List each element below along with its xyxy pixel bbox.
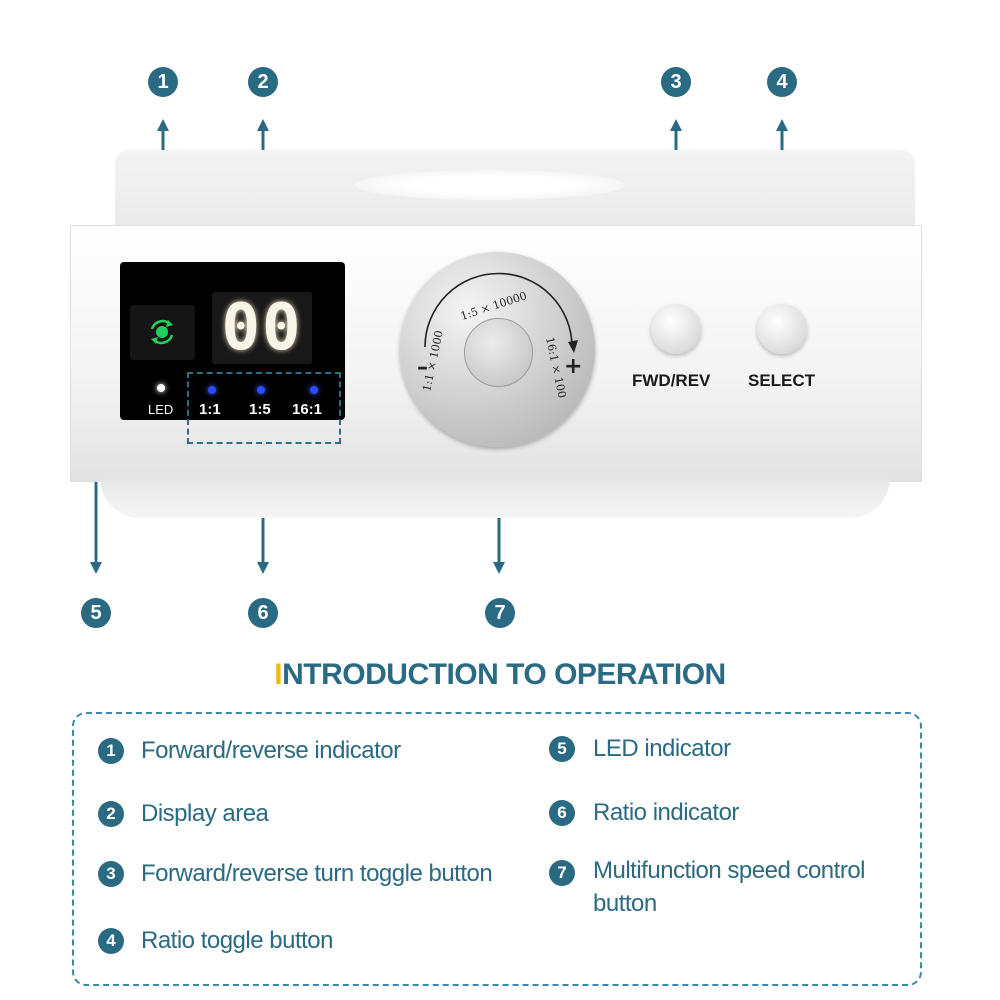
ratio-label-3: 16:1 — [292, 401, 323, 418]
callout-2: 2 — [248, 67, 278, 97]
legend-num-1: 1 — [98, 738, 124, 764]
legend-text-5: LED indicator — [593, 735, 731, 762]
legend-num-2: 2 — [98, 801, 124, 827]
device-base — [100, 478, 890, 518]
knob-plus: + — [564, 354, 582, 379]
fwd-rev-label: FWD/REV — [632, 371, 711, 390]
legend-num-4: 4 — [98, 928, 124, 954]
legend-num-7: 7 — [549, 860, 575, 886]
digit-display: 00 — [212, 292, 312, 364]
legend-text-7: Multifunction speed control button — [593, 857, 866, 917]
legend-text-3: Forward/reverse turn toggle button — [141, 860, 493, 887]
legend-box — [72, 712, 922, 986]
callout-1: 1 — [148, 67, 178, 97]
fwd-rev-button[interactable] — [651, 304, 701, 354]
select-label: SELECT — [748, 371, 816, 390]
callout-4: 4 — [767, 67, 797, 97]
knob-center[interactable] — [464, 318, 533, 387]
led-indicator-light — [157, 384, 165, 392]
rotate-arrows-icon — [150, 319, 174, 345]
section-title-initial: I — [274, 658, 283, 691]
led-label: LED — [148, 402, 174, 417]
forward-reverse-indicator — [130, 305, 195, 360]
ratio-led-2 — [257, 386, 265, 394]
device-top-vent — [355, 170, 625, 200]
ratio-label-2: 1:5 — [249, 401, 271, 418]
knob-scale: 1:5 × 10000 1:1 × 1000 16:1 × 100 – + — [417, 272, 582, 399]
ratio-led-3 — [310, 386, 318, 394]
legend-text-1: Forward/reverse indicator — [141, 737, 401, 764]
section-title-rest: NTRODUCTION TO OPERATION — [282, 658, 726, 691]
legend-num-6: 6 — [549, 800, 575, 826]
callout-6: 6 — [248, 598, 278, 628]
select-button[interactable] — [757, 304, 807, 354]
legend-num-5: 5 — [549, 736, 575, 762]
ratio-led-1 — [208, 386, 216, 394]
legend-text-2: Display area — [141, 800, 269, 827]
knob-minus: – — [417, 355, 428, 380]
ratio-indicator-outline — [187, 372, 341, 444]
legend-text-4: Ratio toggle button — [141, 927, 333, 954]
legend-num-3: 3 — [98, 861, 124, 887]
callout-3: 3 — [661, 67, 691, 97]
section-title: INTRODUCTION TO OPERATION — [0, 658, 1000, 692]
callout-5: 5 — [81, 598, 111, 628]
knob-scale-top: 1:5 × 10000 — [459, 289, 529, 323]
callout-7: 7 — [485, 598, 515, 628]
legend-text-6: Ratio indicator — [593, 799, 739, 826]
ratio-label-1: 1:1 — [199, 401, 221, 418]
